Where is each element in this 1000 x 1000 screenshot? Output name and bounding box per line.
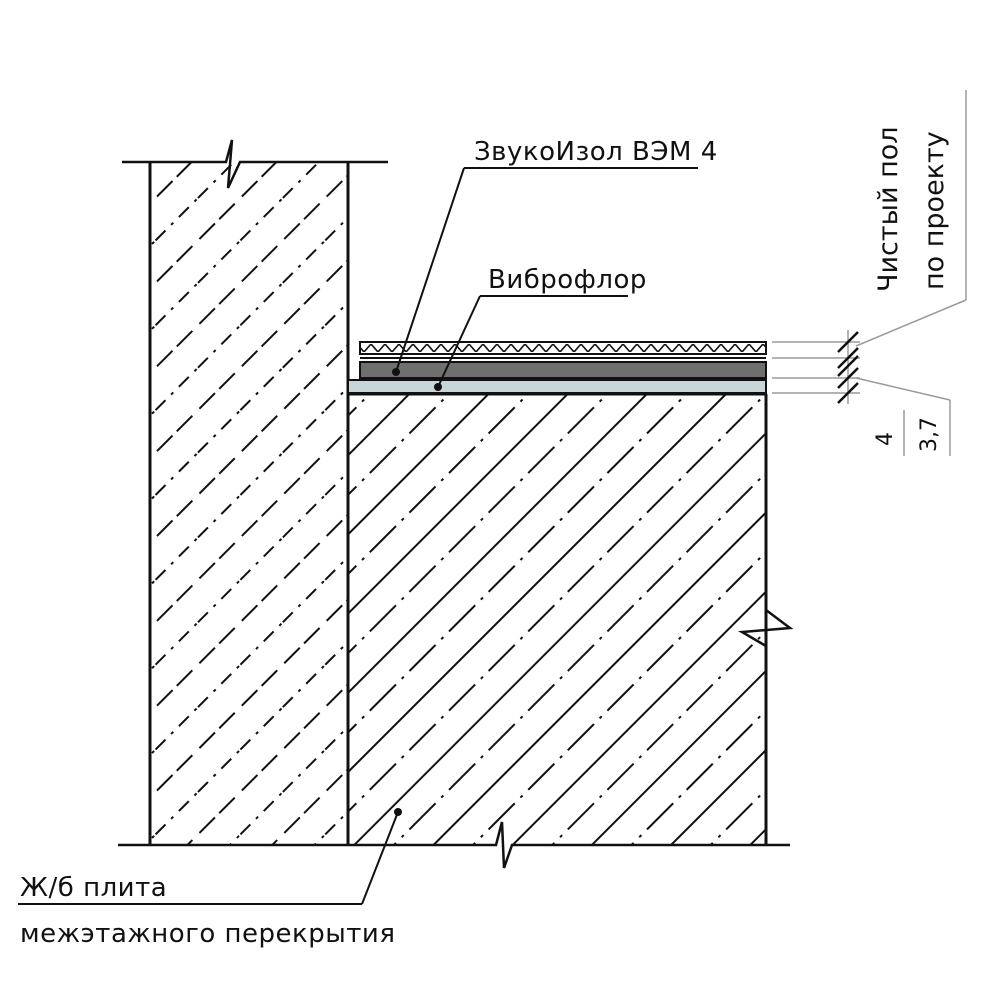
dimension-value-4: 4 <box>873 432 898 446</box>
label-slab-line1: Ж/б плита <box>20 873 167 903</box>
vibrofloor-layer <box>347 379 767 394</box>
bottom-break-line <box>118 821 790 869</box>
label-finish-floor-line2: по проекту <box>919 131 950 290</box>
right-break-line <box>737 609 794 648</box>
leader-zvukoizol <box>392 167 698 376</box>
label-slab-line2: межэтажного перекрытия <box>20 919 395 949</box>
label-vibrofloor: Виброфлор <box>488 265 647 295</box>
floor-layers <box>347 341 767 394</box>
leader-vibrofloor <box>434 295 628 391</box>
label-zvukoizol: ЗвукоИзол ВЭМ 4 <box>474 137 718 167</box>
top-break-line <box>122 139 388 189</box>
label-finish-floor-line1: Чистый пол <box>873 126 904 292</box>
zvukoizol-layer <box>359 361 767 379</box>
leader-slab <box>18 808 402 905</box>
dimension-value-3-7: 3,7 <box>917 417 942 452</box>
wall-section <box>148 162 350 845</box>
dimension-chain <box>772 90 967 456</box>
concrete-slab <box>348 392 768 845</box>
